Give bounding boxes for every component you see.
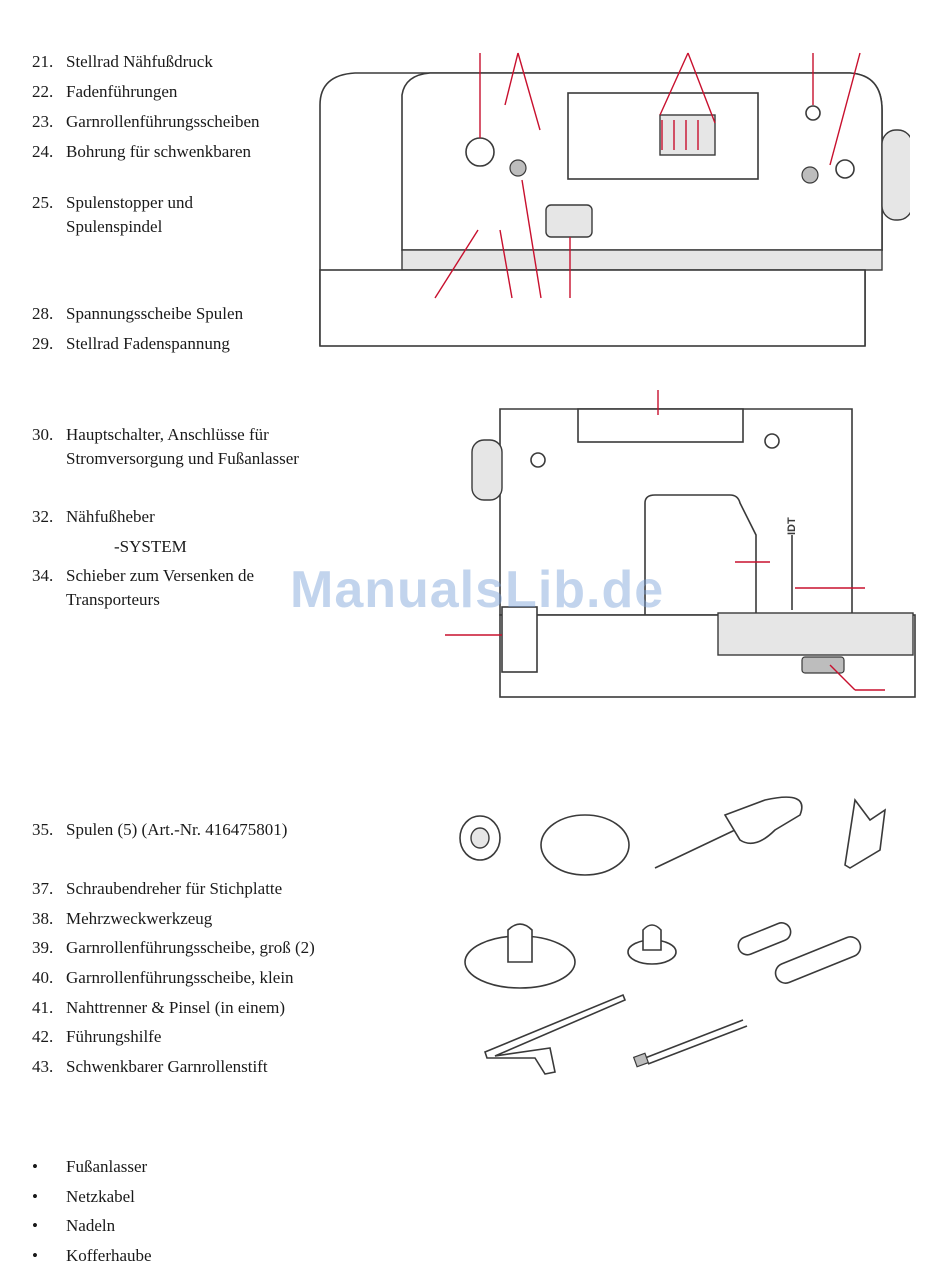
screw — [530, 452, 546, 468]
presser-foot-dial — [465, 137, 495, 167]
part-number: 29. — [32, 334, 54, 353]
main-switch — [501, 606, 538, 673]
free-arm-top — [717, 612, 914, 656]
part-number: 42. — [32, 1027, 54, 1046]
part-number: 32. — [32, 507, 54, 526]
watermark: ManualsLib.de — [290, 561, 665, 619]
part-label: Garnrollenführungsscheiben — [66, 112, 260, 131]
callout-line — [829, 52, 861, 166]
spool-cap-flat — [540, 814, 630, 876]
part-number: 34. — [32, 566, 54, 585]
callout-line — [499, 229, 513, 299]
part-number: 21. — [32, 52, 54, 71]
part-label: Führungshilfe — [66, 1027, 162, 1046]
part-label: Spannungsscheibe Spulen — [66, 304, 244, 323]
callout-line — [517, 52, 541, 131]
spool-pin-hole — [805, 105, 821, 121]
callout-line — [659, 52, 689, 116]
bullet: • — [32, 1187, 38, 1206]
part-label: Bohrung für schwenkbaren — [66, 142, 252, 161]
thread-guide — [509, 159, 527, 177]
screwdriver — [654, 796, 803, 869]
machine-side-view: IDT — [445, 390, 916, 698]
brand-label: IDT — [786, 517, 798, 535]
top-handle — [577, 408, 744, 443]
feed-dog-slider — [801, 656, 845, 674]
accessories-illustration — [459, 796, 887, 1075]
part-label: Garnrollenführungsscheibe, klein — [66, 968, 294, 987]
bobbin-spindle — [801, 166, 819, 184]
spool-cap-large — [464, 923, 576, 989]
part-number: 22. — [32, 82, 54, 101]
part-label: Hauptschalter, Anschlüsse für — [66, 425, 269, 444]
part-number: 25. — [32, 193, 54, 212]
screw — [764, 433, 780, 449]
part-number: 30. — [32, 425, 54, 444]
part-label: Schwenkbarer Garnrollenstift — [66, 1057, 268, 1076]
bullet: • — [32, 1216, 38, 1235]
multi-tool — [844, 797, 887, 869]
part-label: Nähfußheber — [66, 507, 155, 526]
part-label: Stromversorgung und Fußanlasser — [66, 449, 299, 468]
part-number: 41. — [32, 998, 54, 1017]
part-number: 35. — [32, 820, 54, 839]
part-label: Spulenstopper und — [66, 193, 194, 212]
callout-line — [504, 52, 519, 106]
thread-spool — [659, 114, 716, 156]
part-number: 39. — [32, 938, 54, 957]
part-number: 23. — [32, 112, 54, 131]
part-label: Transporteurs — [66, 590, 160, 609]
callout-line — [521, 179, 542, 299]
part-label: Schieber zum Versenken de — [66, 566, 255, 585]
included-label: Fußanlasser — [66, 1157, 148, 1176]
callout-line — [829, 664, 856, 691]
callout-line — [434, 229, 479, 299]
part-label: -SYSTEM — [114, 537, 187, 556]
spool-cap-small — [627, 924, 677, 965]
included-label: Kofferhaube — [66, 1246, 152, 1265]
free-arm-base — [319, 269, 866, 347]
bobbin-stopper — [835, 159, 855, 179]
included-label: Netzkabel — [66, 1187, 135, 1206]
part-label: Stellrad Fadenspannung — [66, 334, 230, 353]
bobbin — [459, 815, 501, 861]
included-label: Nadeln — [66, 1216, 116, 1235]
part-number: 43. — [32, 1057, 54, 1076]
part-number: 28. — [32, 304, 54, 323]
machine-lower-band — [401, 249, 883, 271]
part-label: Nahttrenner & Pinsel (in einem) — [66, 998, 286, 1017]
part-label: Spulenspindel — [66, 217, 163, 236]
callout-line — [687, 52, 716, 124]
part-label: Garnrollenführungsscheibe, groß (2) — [66, 938, 315, 957]
tension-dial — [545, 204, 593, 238]
part-number: 38. — [32, 909, 54, 928]
part-label: Schraubendreher für Stichplatte — [66, 879, 283, 898]
part-label: Mehrzweckwerkzeug — [66, 909, 213, 928]
part-label: Spulen (5) (Art.-Nr. 416475801) — [66, 820, 288, 839]
part-number: 40. — [32, 968, 54, 987]
part-label: Fadenführungen — [66, 82, 178, 101]
machine-top-view — [319, 52, 910, 347]
bullet: • — [32, 1157, 38, 1176]
handwheel — [471, 439, 503, 501]
guide-tool — [484, 993, 627, 1075]
handwheel — [881, 129, 910, 221]
part-label: Stellrad Nähfußdruck — [66, 52, 213, 71]
part-number: 24. — [32, 142, 54, 161]
spool-pin — [632, 1019, 748, 1068]
part-number: 37. — [32, 879, 54, 898]
bullet: • — [32, 1246, 38, 1265]
seam-ripper-brush — [737, 922, 862, 984]
arm-opening — [644, 494, 757, 616]
